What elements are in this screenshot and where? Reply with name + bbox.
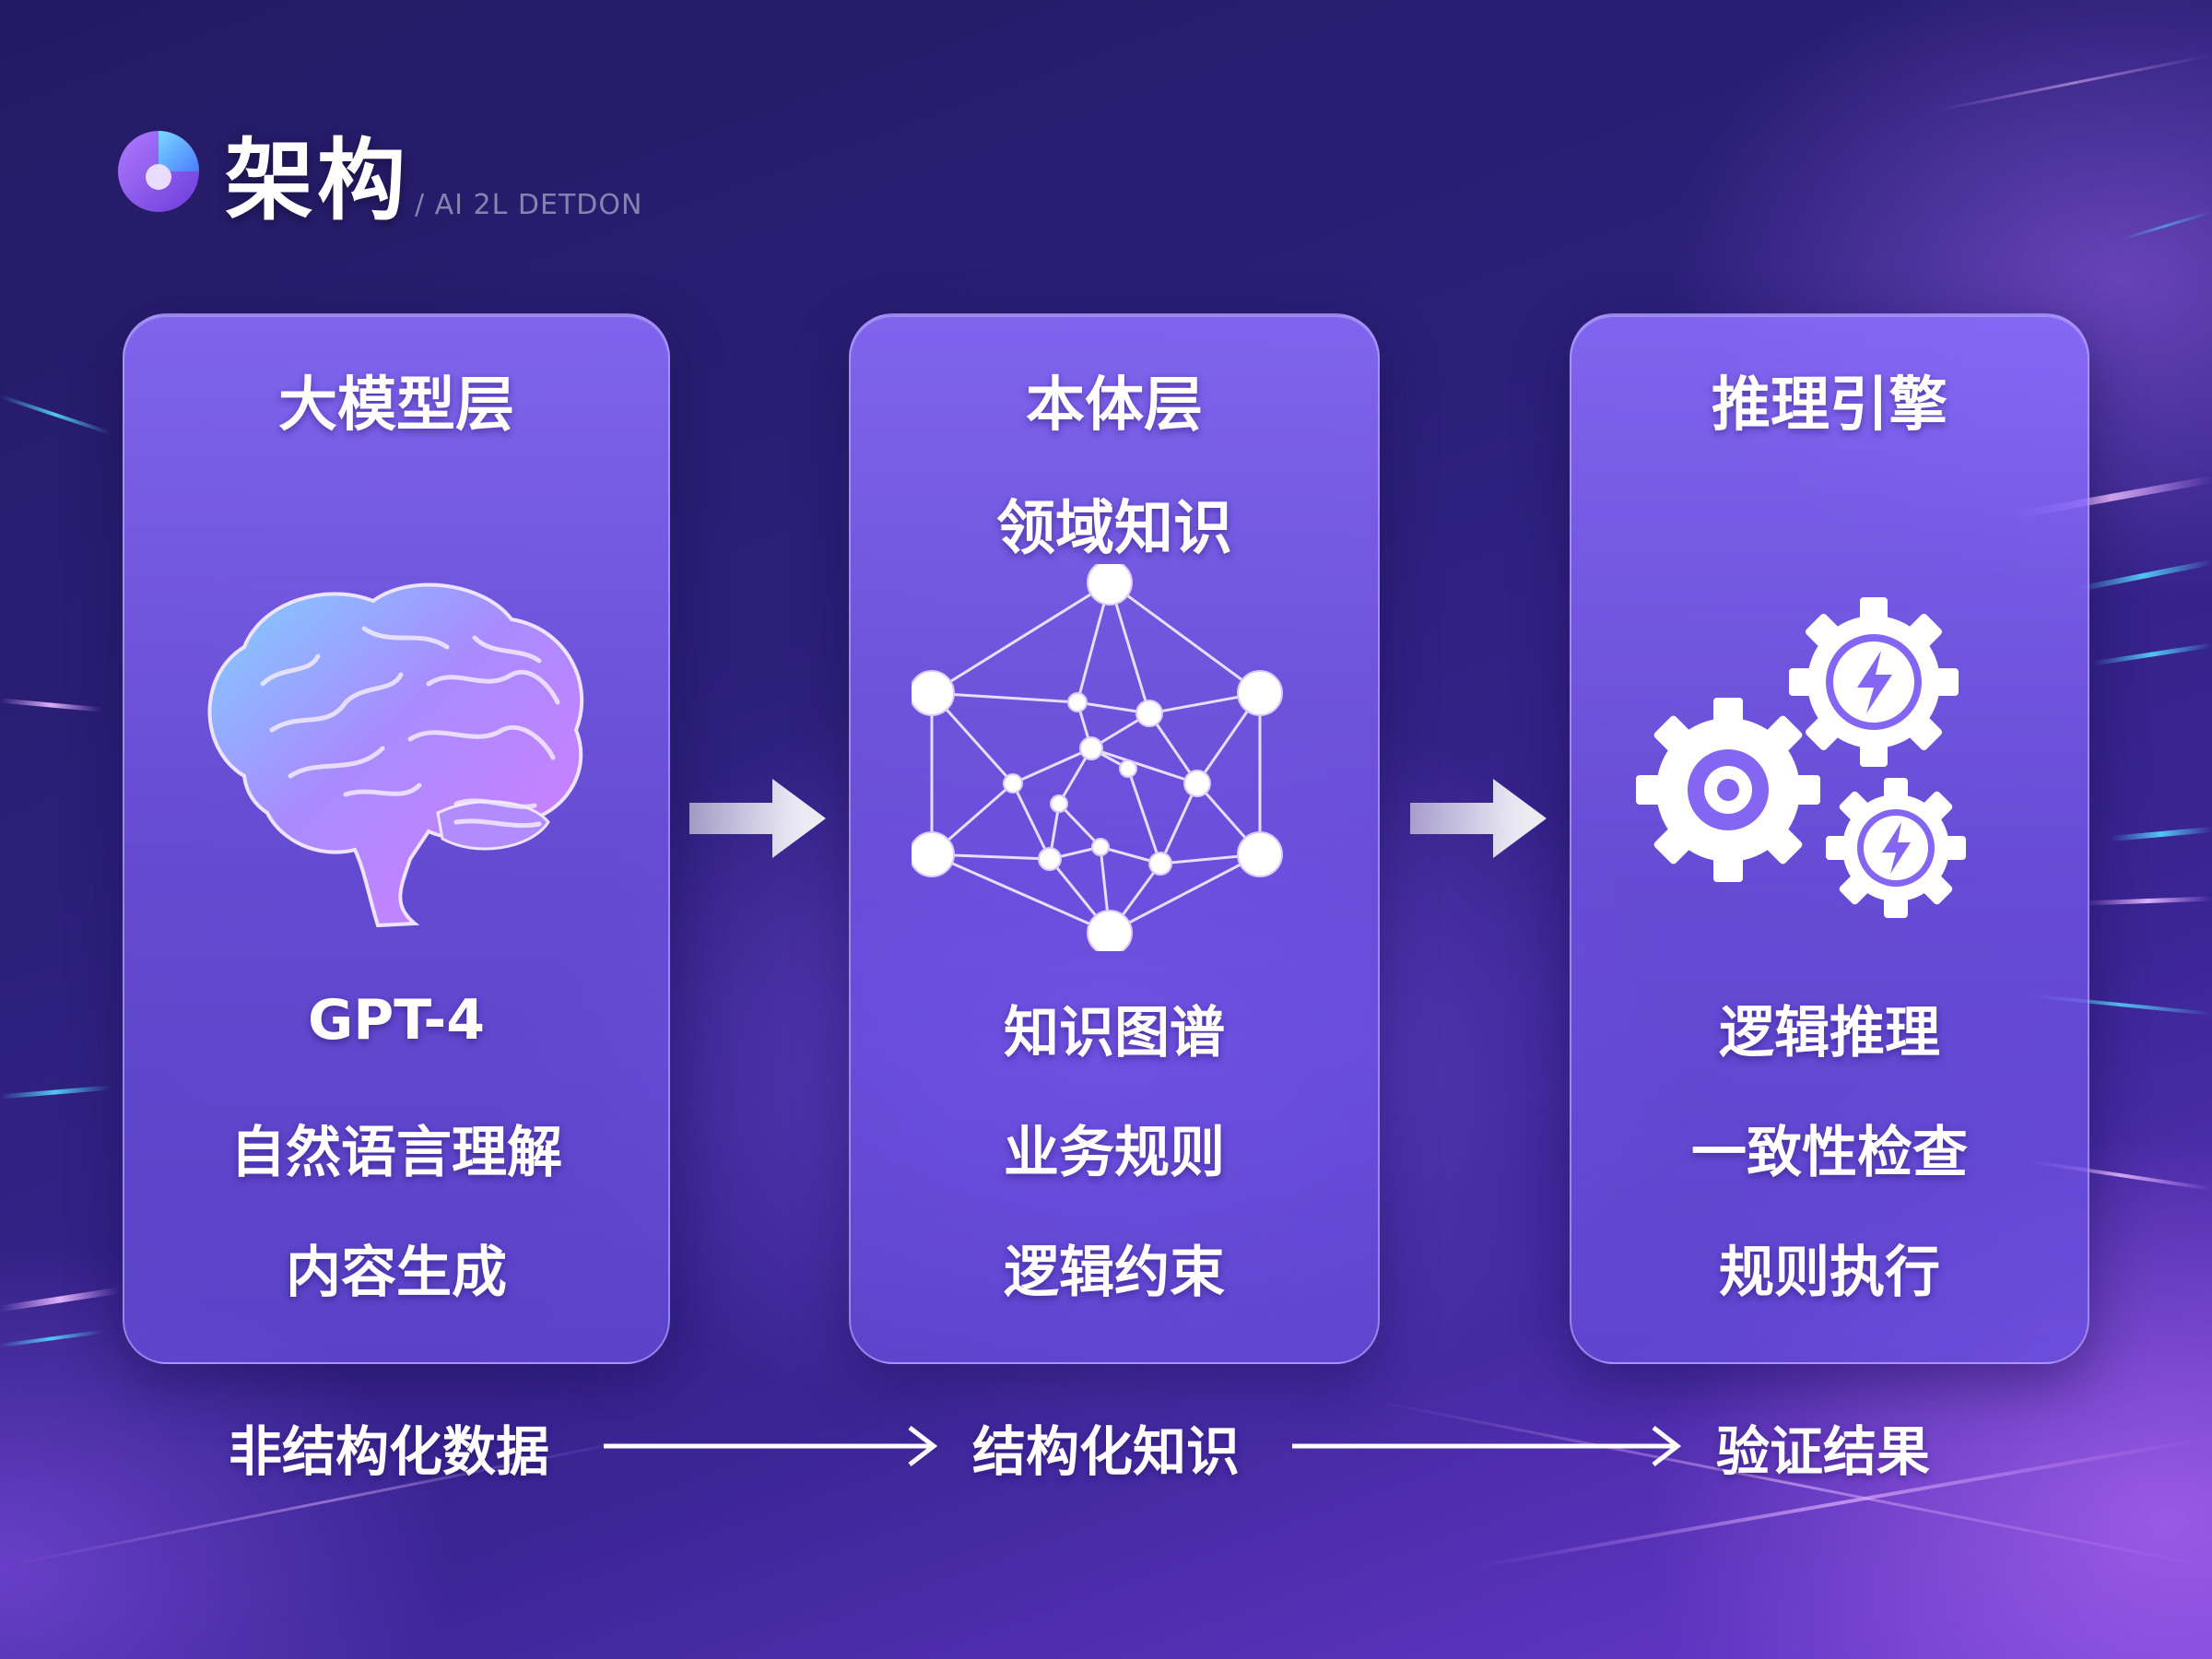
brain-icon bbox=[207, 582, 584, 928]
gears-icon bbox=[1636, 597, 1966, 918]
flow-arrow-icon bbox=[604, 1426, 938, 1466]
knowledge-graph-icon bbox=[912, 564, 1283, 951]
card-item: 一致性检查 bbox=[1691, 1121, 1968, 1185]
card-item: 规则执行 bbox=[1719, 1241, 1940, 1305]
page-title: 架构 bbox=[225, 129, 409, 232]
card-item: 业务规则 bbox=[1004, 1121, 1225, 1185]
llm-layer-card: 大模型层 GPT-4 自然语言理解 内容生成 bbox=[123, 313, 670, 1364]
card-item: GPT-4 bbox=[308, 988, 485, 1053]
card-subtitle: 领域知识 bbox=[996, 495, 1232, 563]
arrow-right-icon bbox=[1410, 779, 1547, 858]
reasoning-engine-card: 推理引擎 bbox=[1570, 313, 2089, 1364]
ontology-layer-card: 本体层 领域知识 bbox=[849, 313, 1380, 1364]
card-title: 大模型层 bbox=[278, 371, 514, 440]
card-item: 逻辑约束 bbox=[1004, 1241, 1225, 1305]
app-logo-icon bbox=[118, 131, 199, 212]
card-item: 知识图谱 bbox=[1004, 1001, 1225, 1065]
card-title: 本体层 bbox=[1026, 371, 1203, 440]
card-item: 自然语言理解 bbox=[230, 1121, 562, 1185]
card-title: 推理引擎 bbox=[1712, 371, 1947, 440]
card-item: 内容生成 bbox=[286, 1241, 507, 1305]
flow-stage-structured-knowledge: 结构化知识 bbox=[972, 1420, 1241, 1483]
card-item: 逻辑推理 bbox=[1719, 1001, 1940, 1065]
page-subtitle: / AI 2L DETDON bbox=[415, 189, 643, 221]
flow-arrow-icon bbox=[1292, 1426, 1682, 1466]
flow-stage-unstructured-data: 非结构化数据 bbox=[229, 1420, 550, 1483]
arrow-right-icon bbox=[689, 779, 826, 858]
flow-stage-verified-result: 验证结果 bbox=[1716, 1420, 1931, 1483]
